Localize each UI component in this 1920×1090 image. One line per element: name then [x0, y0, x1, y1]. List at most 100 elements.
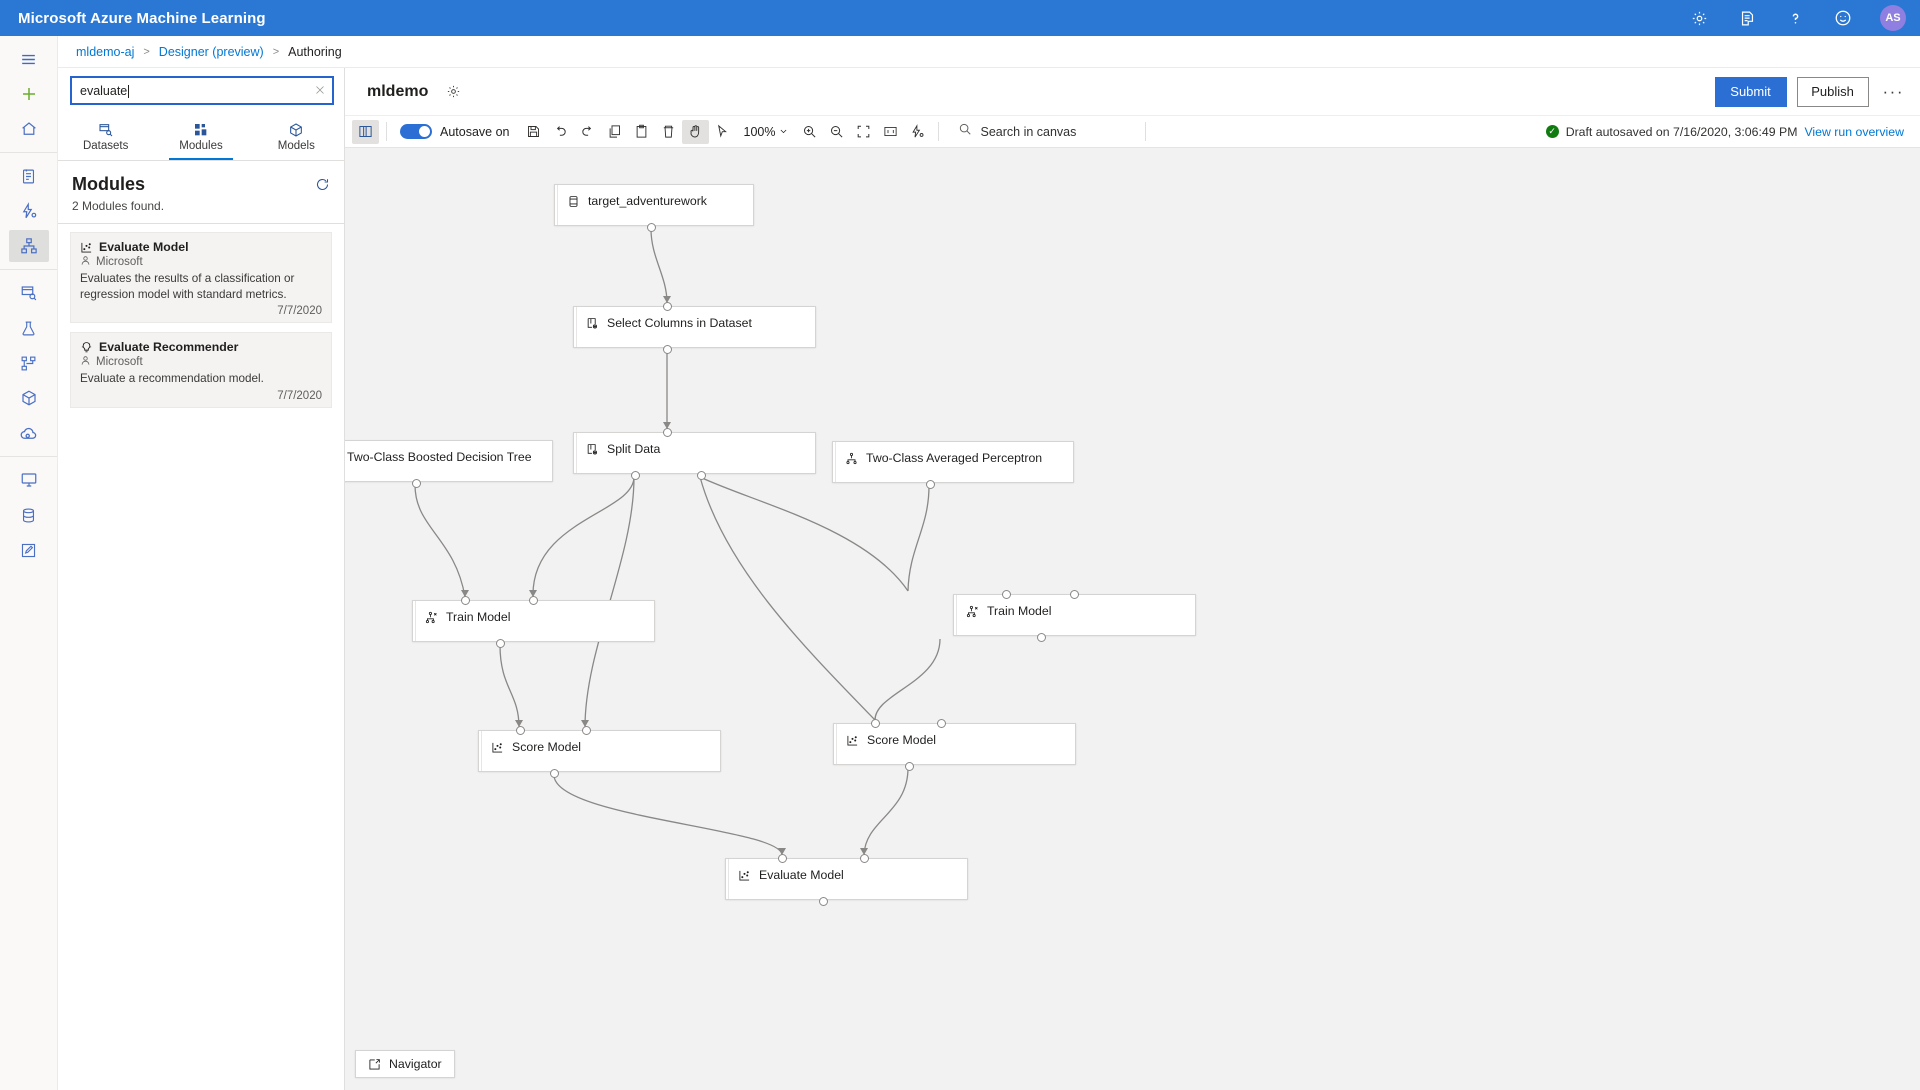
copy-icon[interactable] [601, 120, 628, 144]
cube-icon[interactable] [9, 382, 49, 414]
datasets-icon[interactable] [9, 277, 49, 309]
zoom-level[interactable]: 100% [744, 125, 789, 139]
pipeline-header: mldemo Submit Publish ··· [345, 68, 1920, 116]
pencil-square-icon[interactable] [9, 534, 49, 566]
pipeline-canvas[interactable]: target_adventurework Select Columns in D… [345, 148, 1920, 1090]
node-input-port[interactable] [663, 302, 672, 311]
node-output-port[interactable] [663, 345, 672, 354]
close-x-icon[interactable] [314, 84, 326, 98]
tab-modules[interactable]: Modules [153, 113, 248, 160]
canvas-search-input[interactable]: Search in canvas [958, 122, 1138, 141]
node-input-port-right[interactable] [1070, 590, 1079, 599]
node-output-port[interactable] [412, 479, 421, 488]
node-input-port-right[interactable] [529, 596, 538, 605]
publish-button[interactable]: Publish [1796, 76, 1869, 107]
help-question-icon[interactable] [1784, 7, 1806, 29]
pipelines-icon[interactable] [9, 347, 49, 379]
view-run-overview-link[interactable]: View run overview [1804, 124, 1904, 139]
node-target-adventurework[interactable]: target_adventurework [554, 184, 754, 232]
node-two-class-averaged-perceptron[interactable]: Two-Class Averaged Perceptron [832, 441, 1074, 489]
save-icon[interactable] [520, 120, 547, 144]
node-input-port-left[interactable] [461, 596, 470, 605]
zoom-out-icon[interactable] [823, 120, 850, 144]
node-body: Score Model [482, 731, 591, 754]
notebook-icon[interactable] [9, 160, 49, 192]
node-input-port-left[interactable] [778, 854, 787, 863]
cloud-endpoint-icon[interactable] [9, 417, 49, 449]
search-input[interactable]: evaluate [70, 76, 334, 105]
node-output-port-right[interactable] [697, 471, 706, 480]
node-train-model-2[interactable]: Train Model [953, 590, 1196, 642]
breadcrumb-separator-1: > [143, 45, 150, 58]
node-label: Split Data [607, 442, 661, 456]
list-item[interactable]: Evaluate Model Microsoft Evaluates the r… [70, 232, 332, 324]
tab-datasets[interactable]: Datasets [58, 113, 153, 160]
node-score-model-2[interactable]: Score Model [833, 719, 1076, 771]
node-input-port-left[interactable] [516, 726, 525, 735]
node-output-port[interactable] [647, 223, 656, 232]
node-output-port[interactable] [550, 769, 559, 778]
hand-pan-icon[interactable] [681, 119, 709, 144]
trash-icon[interactable] [655, 120, 682, 144]
page-title: Modules [72, 174, 146, 194]
node-body: Train Model [957, 595, 1061, 618]
node-input-port-left[interactable] [871, 719, 880, 728]
more-options-button[interactable]: ··· [1882, 82, 1904, 101]
node-accent [574, 307, 577, 347]
gear-icon[interactable] [446, 84, 461, 99]
smiley-feedback-icon[interactable] [1832, 7, 1854, 29]
one-to-one-icon[interactable] [877, 120, 904, 144]
node-input-port-right[interactable] [937, 719, 946, 728]
automated-ml-icon[interactable] [9, 195, 49, 227]
database-icon[interactable] [9, 499, 49, 531]
cursor-arrow-icon[interactable] [709, 120, 736, 144]
node-output-port[interactable] [926, 480, 935, 489]
refresh-icon[interactable] [315, 177, 330, 192]
gear-icon[interactable] [1688, 7, 1710, 29]
node-output-port[interactable] [1037, 633, 1046, 642]
feedback-document-icon[interactable] [1736, 7, 1758, 29]
autosave-label: Autosave on [440, 124, 510, 139]
redo-icon[interactable] [574, 120, 601, 144]
node-output-port[interactable] [819, 897, 828, 906]
node-output-port[interactable] [905, 762, 914, 771]
node-input-port-left[interactable] [1002, 590, 1011, 599]
auto-layout-icon[interactable] [904, 120, 931, 144]
navigator-button[interactable]: Navigator [355, 1050, 455, 1078]
submit-button[interactable]: Submit [1714, 76, 1787, 107]
node-input-port[interactable] [663, 428, 672, 437]
flask-icon[interactable] [9, 312, 49, 344]
node-input-port-right[interactable] [860, 854, 869, 863]
zoom-in-icon[interactable] [796, 120, 823, 144]
list-item[interactable]: Evaluate Recommender Microsoft Evaluate … [70, 332, 332, 408]
card-description: Evaluate a recommendation model. [80, 372, 264, 386]
card-date: 7/7/2020 [277, 389, 322, 402]
node-accent [574, 433, 577, 473]
node-output-port-left[interactable] [631, 471, 640, 480]
paste-icon[interactable] [628, 120, 655, 144]
breadcrumb-workspace[interactable]: mldemo-aj [76, 44, 135, 59]
navigator-label: Navigator [389, 1057, 442, 1071]
autosave-toggle[interactable] [400, 124, 432, 139]
node-input-port-right[interactable] [582, 726, 591, 735]
avatar[interactable]: AS [1880, 5, 1906, 31]
node-body: target_adventurework [558, 185, 717, 208]
monitor-icon[interactable] [9, 464, 49, 496]
undo-icon[interactable] [547, 120, 574, 144]
designer-icon[interactable] [8, 230, 49, 262]
home-icon[interactable] [9, 113, 49, 145]
node-output-port[interactable] [496, 639, 505, 648]
node-select-columns-in-dataset[interactable]: Select Columns in Dataset [573, 302, 816, 354]
rail-group-authoring [0, 152, 57, 269]
node-score-model-1[interactable]: Score Model [478, 726, 721, 778]
side-panel-icon[interactable] [352, 119, 379, 144]
node-train-model-1[interactable]: Train Model [412, 596, 655, 648]
tab-models[interactable]: Models [249, 113, 344, 160]
node-evaluate-model[interactable]: Evaluate Model [725, 854, 968, 906]
breadcrumb-designer[interactable]: Designer (preview) [158, 44, 264, 59]
plus-icon[interactable] [9, 78, 49, 110]
node-split-data[interactable]: Split Data [573, 428, 816, 480]
fit-screen-icon[interactable] [850, 120, 877, 144]
hamburger-icon[interactable] [9, 43, 49, 75]
node-two-class-boosted-decision-tree[interactable]: Two-Class Boosted Decision Tree [345, 440, 553, 488]
